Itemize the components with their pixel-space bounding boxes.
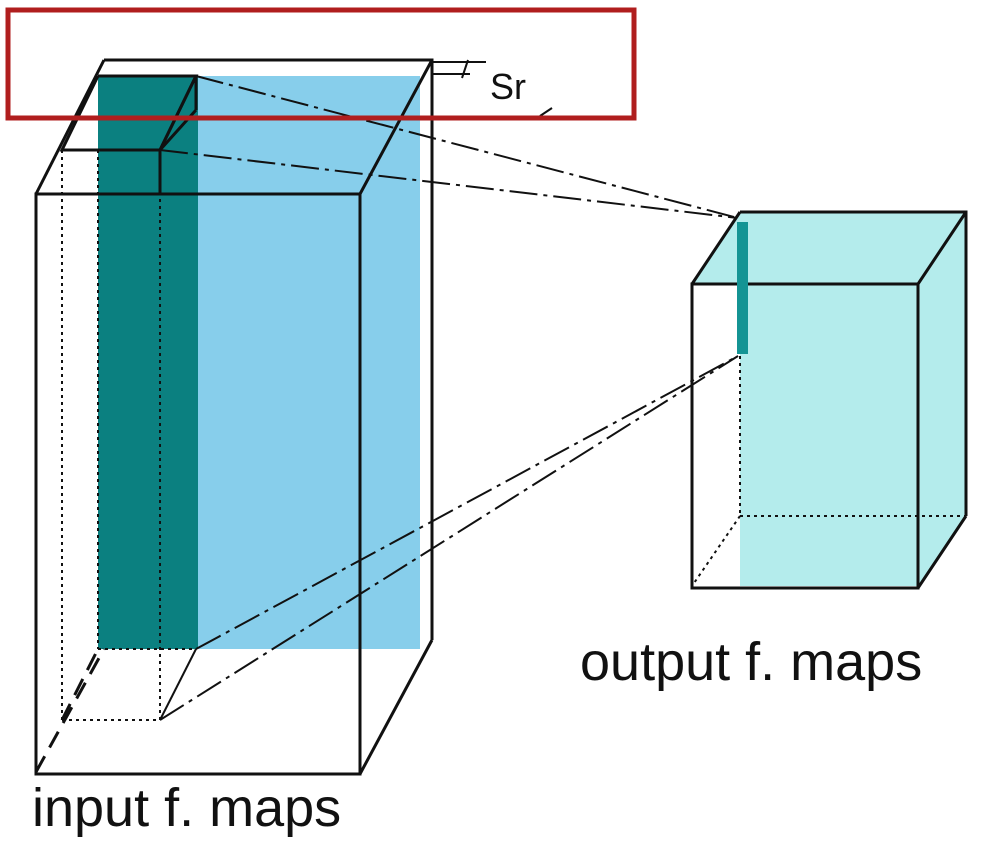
output-map-fill <box>692 212 966 586</box>
output-maps-label: output f. maps <box>580 632 922 692</box>
input-hidden-edges <box>61 150 196 721</box>
input-back-dashed-edges <box>34 648 106 773</box>
stride-annotation: Sr <box>432 59 553 117</box>
output-block-edges <box>690 210 968 590</box>
input-feature-maps-block <box>34 58 434 776</box>
output-feature-maps-block <box>690 210 968 590</box>
projection-lines <box>159 75 739 721</box>
receptive-field-bottom-diagonal <box>159 648 197 721</box>
output-hidden-edges <box>691 356 966 587</box>
receptive-field-column <box>98 76 198 649</box>
input-maps-label: input f. maps <box>32 778 341 838</box>
highlight-box <box>5 7 637 121</box>
output-column <box>737 222 748 354</box>
stride-label: Sr <box>490 66 526 107</box>
input-map-slab <box>196 76 420 649</box>
receptive-field-top <box>98 76 196 150</box>
